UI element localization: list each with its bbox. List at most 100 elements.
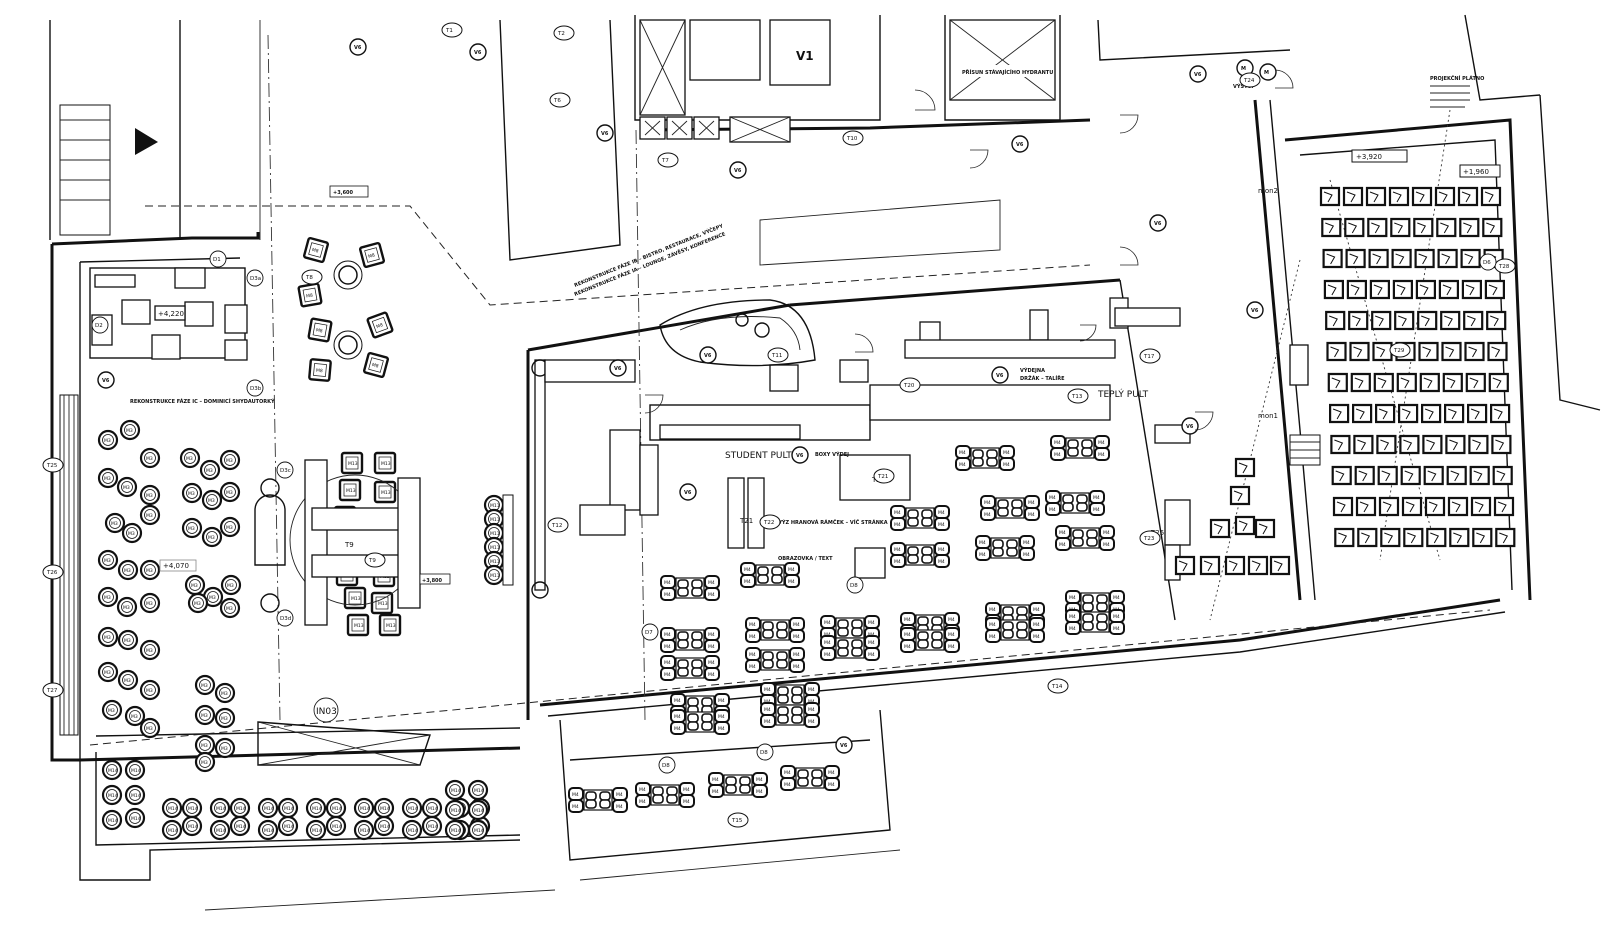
building-walls bbox=[49, 14, 1601, 911]
lecture-seat bbox=[1353, 434, 1374, 455]
chair-round: M11 bbox=[483, 564, 505, 586]
svg-text:M4: M4 bbox=[616, 792, 623, 798]
level-mark-lecture-top: +3,920 bbox=[1356, 153, 1382, 161]
svg-text:T1: T1 bbox=[445, 28, 453, 34]
svg-text:M4: M4 bbox=[1113, 614, 1120, 620]
lecture-seat bbox=[1424, 496, 1446, 517]
chair-tag: M3 bbox=[123, 485, 130, 491]
svg-text:T11: T11 bbox=[771, 353, 782, 359]
chair-round: M14 bbox=[353, 819, 375, 841]
svg-text:M4: M4 bbox=[749, 634, 756, 640]
lecture-seat bbox=[1447, 496, 1469, 517]
chair-round: M14 bbox=[444, 799, 466, 821]
svg-text:M4: M4 bbox=[989, 607, 996, 613]
table-tag: T2 bbox=[553, 25, 575, 41]
chair-tag: M3 bbox=[221, 716, 228, 722]
chair-round: M3 bbox=[220, 574, 242, 596]
tag-circle: V6 bbox=[729, 161, 747, 179]
table-tag: T13 bbox=[1067, 388, 1089, 404]
svg-text:M4: M4 bbox=[664, 580, 671, 586]
core-stairs: V1 PŘÍSUN STÁVAJÍCÍHO HYDRANTU bbox=[639, 19, 1056, 143]
chair-tag: M3 bbox=[208, 498, 215, 504]
svg-text:D3b: D3b bbox=[250, 386, 262, 392]
svg-text:D3a: D3a bbox=[250, 276, 261, 282]
tag-circle: V6 bbox=[679, 483, 697, 501]
svg-text:M: M bbox=[1264, 70, 1269, 76]
lecture-seat bbox=[1411, 186, 1433, 207]
window-strip-left bbox=[59, 104, 158, 736]
lecture-seat bbox=[1392, 279, 1413, 300]
chair-round: M14 bbox=[401, 819, 423, 841]
tag-circle: V6 bbox=[469, 43, 487, 61]
chair-tag: M3 bbox=[201, 743, 208, 749]
chair-tag: M14 bbox=[168, 828, 178, 834]
svg-text:M4: M4 bbox=[808, 719, 815, 725]
chair-round: M14 bbox=[101, 759, 123, 781]
chair-round: M3 bbox=[139, 447, 161, 469]
chair-tag: M14 bbox=[380, 824, 390, 830]
chair-round: M3 bbox=[121, 522, 143, 544]
lecture-seat bbox=[1394, 310, 1415, 331]
svg-text:V6: V6 bbox=[474, 50, 482, 56]
svg-text:M4: M4 bbox=[938, 510, 945, 516]
chair-round: M14 bbox=[229, 815, 251, 837]
level-mark-lecture-right: +1,960 bbox=[1463, 168, 1489, 176]
chair-round: M14 bbox=[444, 819, 466, 841]
chair-round: M14 bbox=[181, 815, 203, 837]
lecture-seat bbox=[1254, 518, 1276, 539]
chair-tag: M11 bbox=[490, 517, 500, 523]
lecture-seat bbox=[1391, 248, 1412, 269]
chair-round: M3 bbox=[117, 629, 139, 651]
lecture-seat bbox=[1247, 555, 1269, 576]
chair-square: M8 bbox=[308, 358, 332, 382]
chair-tag: M3 bbox=[227, 583, 234, 589]
chair-round: M3 bbox=[139, 592, 161, 614]
door-tag: D8 bbox=[846, 576, 864, 594]
door-tag: D8 bbox=[756, 743, 774, 761]
chair-round: M3 bbox=[187, 592, 209, 614]
svg-text:M4: M4 bbox=[894, 510, 901, 516]
svg-text:M4: M4 bbox=[756, 789, 763, 795]
svg-text:M4: M4 bbox=[674, 698, 681, 704]
lounge-armchairs-m8: M8M8M8M8M8M8M8M13M13M13M13M13M13M13M13M1… bbox=[297, 237, 402, 637]
chair-round: M3 bbox=[139, 484, 161, 506]
chair-tag: M13 bbox=[346, 488, 356, 494]
svg-text:V6: V6 bbox=[996, 373, 1004, 379]
chair-tag: M3 bbox=[108, 708, 115, 714]
chair-round: M3 bbox=[139, 679, 161, 701]
lecture-seat bbox=[1396, 372, 1417, 393]
lecture-seat bbox=[1495, 527, 1516, 548]
note-vydejna: VÝDEJNA bbox=[1020, 367, 1045, 374]
lecture-seat bbox=[1269, 555, 1291, 576]
lecture-seat bbox=[1403, 527, 1424, 548]
chair-tag: M3 bbox=[191, 583, 198, 589]
reception-desk: T11 bbox=[659, 299, 816, 367]
chair-round: M3 bbox=[97, 467, 119, 489]
svg-text:D8: D8 bbox=[850, 583, 858, 589]
tag-circle: V6 bbox=[699, 346, 717, 364]
note-drzak: DRŽÁK – TALÍŘE bbox=[1020, 374, 1065, 382]
lecture-seat bbox=[1398, 403, 1419, 424]
chair-tag: M3 bbox=[194, 601, 201, 607]
svg-text:M4: M4 bbox=[1069, 595, 1076, 601]
svg-text:M4: M4 bbox=[639, 787, 646, 793]
table-tag: T20 bbox=[899, 377, 921, 393]
chair-round: M3 bbox=[117, 669, 139, 691]
lecture-seat bbox=[1344, 217, 1365, 238]
tag-circle: V6 bbox=[97, 371, 115, 389]
svg-text:T25: T25 bbox=[46, 463, 58, 469]
chair-round: M14 bbox=[257, 819, 279, 841]
table-tag: T7 bbox=[657, 152, 679, 168]
chair-round: M14 bbox=[467, 779, 489, 801]
table-tag: T11 bbox=[767, 347, 789, 363]
lecture-seat bbox=[1438, 279, 1459, 300]
chair-tag: M14 bbox=[360, 828, 370, 834]
svg-text:M4: M4 bbox=[639, 799, 646, 805]
svg-text:M4: M4 bbox=[784, 782, 791, 788]
chair-round: M14 bbox=[229, 797, 251, 819]
svg-text:M4: M4 bbox=[894, 522, 901, 528]
